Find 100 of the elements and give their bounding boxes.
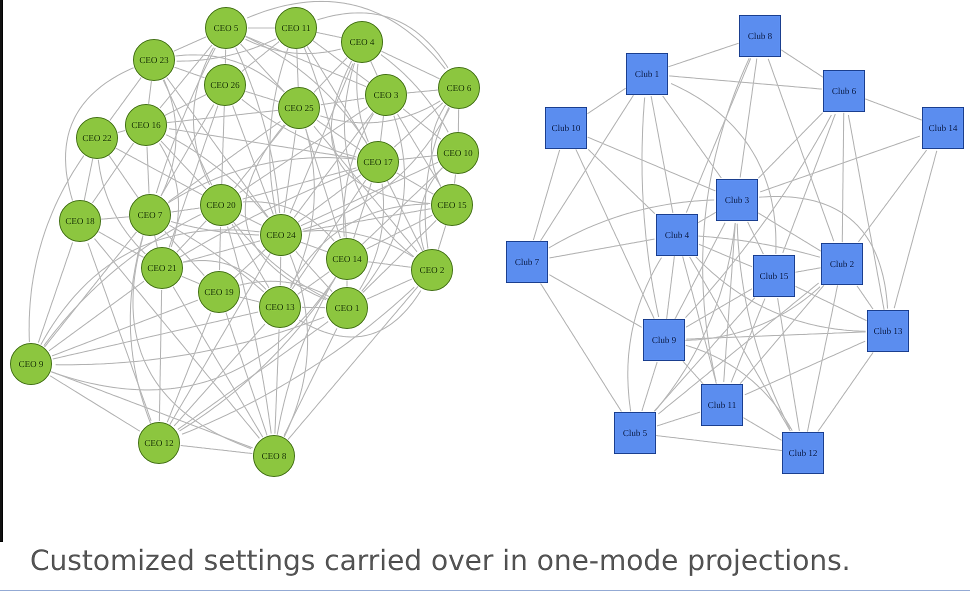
connector-line	[362, 167, 444, 245]
connector-line	[175, 54, 285, 92]
connector-line	[225, 312, 268, 436]
connector-line	[419, 168, 443, 250]
connector-line	[856, 286, 874, 310]
square-node	[739, 15, 781, 57]
connector-line	[320, 98, 364, 106]
connector-line	[317, 12, 448, 68]
connector-line	[148, 81, 152, 104]
square-node	[867, 310, 909, 352]
node-label: CEO 4	[350, 38, 374, 46]
connector-line	[98, 231, 144, 258]
node-label: CEO 7	[138, 210, 162, 220]
connector-line	[52, 372, 253, 448]
connector-line	[284, 130, 296, 213]
node-label: CEO 8	[262, 452, 286, 460]
connector-line	[356, 64, 369, 142]
circle-node	[259, 286, 301, 328]
square-node	[643, 319, 685, 361]
node-label: Club 6	[832, 86, 856, 96]
connector-line	[92, 142, 134, 204]
connector-line	[548, 199, 714, 249]
connector-line	[686, 331, 866, 340]
connector-line	[314, 57, 348, 93]
connector-line	[396, 172, 434, 195]
circle-node	[260, 214, 302, 256]
square-node	[614, 412, 656, 454]
connector-line	[758, 212, 822, 252]
node-label: CEO 22	[82, 134, 112, 142]
connector-line	[654, 297, 756, 412]
connector-line	[158, 290, 162, 422]
node-label: CEO 10	[443, 148, 473, 158]
connector-line	[284, 254, 308, 438]
connector-line	[221, 106, 225, 184]
connector-line	[169, 252, 271, 426]
connector-line	[130, 235, 152, 424]
connector-line	[669, 75, 822, 90]
square-node	[716, 179, 758, 221]
connector-line	[306, 46, 368, 144]
connector-line	[226, 226, 272, 434]
node-label: CEO 11	[282, 24, 310, 32]
connector-line	[361, 116, 406, 292]
connector-line	[304, 230, 414, 258]
connector-line	[100, 216, 130, 220]
connector-line	[795, 267, 821, 273]
connector-line	[430, 104, 446, 187]
connector-line	[848, 114, 885, 310]
caption: Customized settings carried over in one-mode projections.	[30, 544, 851, 577]
node-label: Club 2	[830, 260, 854, 268]
connector-line	[702, 58, 750, 382]
circle-node	[125, 104, 167, 146]
connector-line	[146, 146, 150, 194]
connector-line	[240, 44, 285, 92]
connector-line	[744, 340, 866, 396]
circle-node	[198, 271, 240, 313]
connector-line	[575, 148, 655, 320]
connector-line	[782, 114, 836, 254]
node-label: CEO 2	[420, 266, 444, 274]
connector-line	[276, 276, 336, 435]
connector-line	[316, 32, 342, 38]
connector-line	[239, 106, 368, 194]
connector-line	[168, 105, 218, 248]
connector-line	[549, 274, 642, 328]
connector-line	[48, 280, 144, 352]
connector-line	[246, 36, 366, 88]
connector-line	[695, 256, 866, 332]
connector-line	[747, 222, 764, 254]
connector-line	[166, 77, 269, 218]
node-label: CEO 3	[374, 90, 398, 100]
connector-line	[588, 149, 656, 214]
connector-line	[314, 126, 418, 252]
node-label: Club 1	[634, 70, 660, 78]
node-label: CEO 21	[147, 264, 177, 272]
connector-line	[118, 130, 126, 134]
connector-line	[302, 306, 326, 308]
circle-node	[326, 287, 368, 329]
connector-line	[795, 286, 867, 322]
connector-line	[670, 83, 776, 254]
connector-line	[284, 328, 338, 436]
connector-line	[298, 174, 362, 223]
node-label: Club 9	[652, 336, 676, 344]
connector-line	[842, 112, 844, 242]
connector-line	[166, 110, 278, 124]
connector-line	[686, 344, 793, 431]
connector-line	[174, 66, 205, 78]
connector-line	[686, 288, 752, 328]
connector-line	[280, 256, 282, 286]
connector-line	[132, 238, 252, 450]
connector-line	[656, 434, 782, 452]
node-label: Club 8	[748, 32, 772, 40]
square-node	[656, 214, 698, 256]
connector-line	[174, 36, 206, 52]
connector-line	[397, 114, 441, 186]
node-label: Club 14	[928, 124, 958, 132]
connector-line	[740, 284, 824, 384]
connector-line	[302, 108, 450, 230]
connector-line	[312, 40, 370, 83]
connector-line	[232, 224, 270, 288]
connector-line	[780, 49, 824, 78]
connector-line	[743, 417, 782, 441]
